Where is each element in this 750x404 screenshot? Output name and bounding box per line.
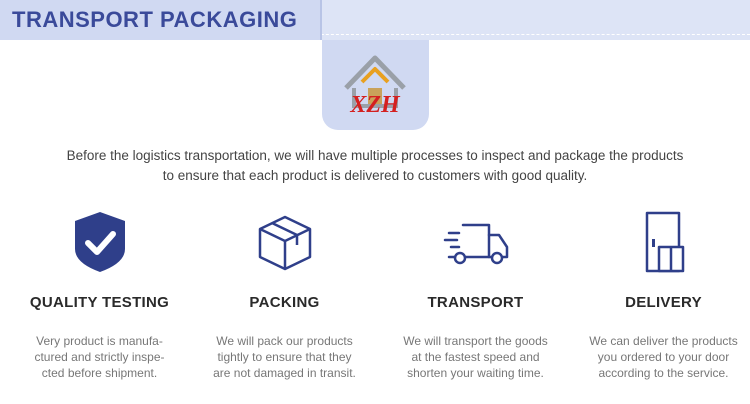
feature-description-line: are not damaged in transit. <box>213 366 356 380</box>
feature-title: DELIVERY <box>625 294 702 311</box>
intro-text: Before the logistics transportation, we … <box>20 146 730 186</box>
feature-description-line: We will pack our products <box>216 334 353 348</box>
feature-description: We will pack our products tightly to ens… <box>192 333 377 381</box>
xzh-logo: XZH <box>344 55 406 118</box>
feature-delivery: DELIVERY We can deliver the products you… <box>571 205 750 381</box>
feature-description-line: We will transport the goods <box>403 334 548 348</box>
feature-description: Very product is manufa- ctured and stric… <box>7 333 192 381</box>
door-delivery-icon <box>645 211 684 273</box>
intro-line: to ensure that each product is delivered… <box>162 168 588 183</box>
feature-description-line: at the fastest speed and <box>411 350 540 364</box>
feature-title: PACKING <box>249 294 320 311</box>
feature-description-line: shorten your waiting time. <box>407 366 544 380</box>
shield-check-icon <box>74 212 125 272</box>
feature-description-line: according to the service. <box>598 366 729 380</box>
feature-description-line: We can deliver the products <box>589 334 738 348</box>
logo-tab: XZH <box>322 40 429 130</box>
logo-text: XZH <box>349 92 401 118</box>
feature-quality-testing: QUALITY TESTING Very product is manufa- … <box>7 205 192 381</box>
feature-description-line: you ordered to your door <box>597 350 730 364</box>
feature-title: TRANSPORT <box>427 294 524 311</box>
feature-transport: TRANSPORT We will transport the goods at… <box>383 205 568 381</box>
page-title: TRANSPORT PACKAGING <box>0 0 322 40</box>
feature-description: We can deliver the products you ordered … <box>571 333 750 381</box>
feature-description-line: Very product is manufa- <box>36 334 163 348</box>
feature-description: We will transport the goods at the faste… <box>383 333 568 381</box>
feature-title: QUALITY TESTING <box>29 294 170 311</box>
box-icon <box>258 215 311 271</box>
intro-line: Before the logistics transportation, we … <box>66 148 684 163</box>
feature-packing: PACKING We will pack our products tightl… <box>192 205 377 381</box>
feature-description-line: ctured and strictly inspe- <box>34 350 165 364</box>
truck-icon <box>443 223 508 265</box>
header-dashed-divider <box>0 34 750 35</box>
feature-description-line: cted before shipment. <box>41 366 158 380</box>
feature-description-line: tightly to ensure that they <box>217 350 352 364</box>
